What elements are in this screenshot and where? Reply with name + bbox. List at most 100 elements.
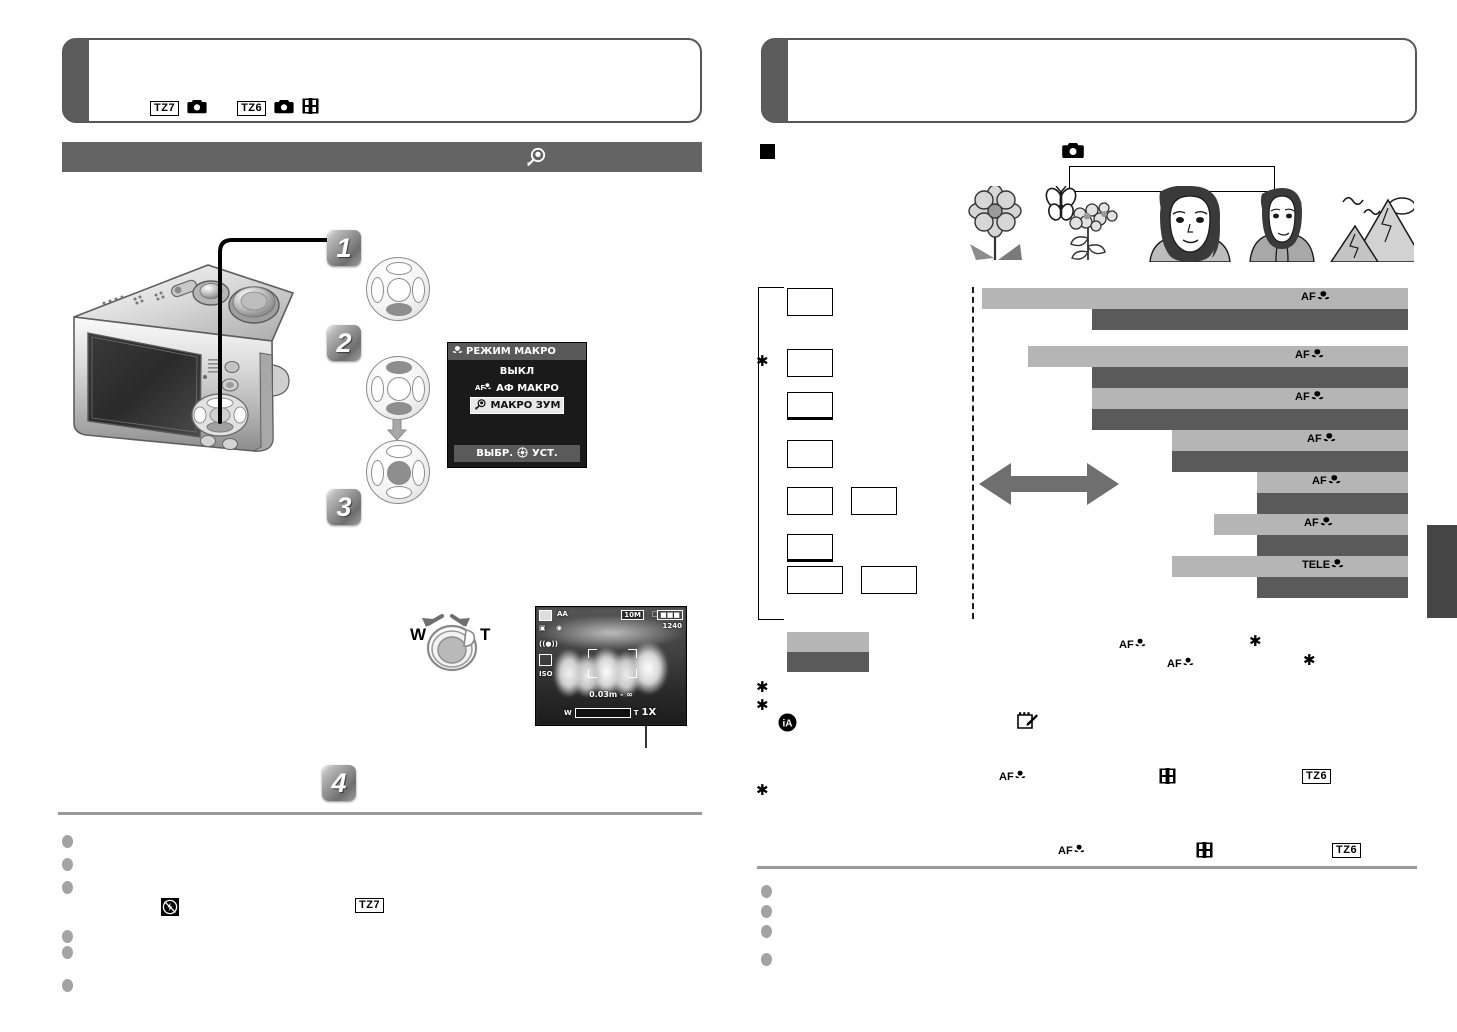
picture-size-badge: 10M <box>621 610 644 620</box>
af-bracket-icon <box>588 669 597 678</box>
tulip-macro-icon <box>452 345 463 358</box>
model-badge-tz6: TZ6 <box>1302 769 1332 784</box>
bar-label-text: AF <box>1301 291 1316 303</box>
photo-camera-icon <box>274 98 294 118</box>
chart-legend <box>787 632 869 672</box>
bar-label: AF <box>1307 432 1336 447</box>
zoom-lever-t-label: T <box>480 625 491 644</box>
footnote-marker: ✱ <box>756 679 769 696</box>
mountain-landscape-icon <box>1329 196 1426 263</box>
header-accent-tab <box>63 39 89 122</box>
legend-swatch-tele <box>787 652 869 672</box>
svg-text:AF: AF <box>999 771 1014 783</box>
flash-off-icon <box>161 898 179 920</box>
scene-illustrations <box>954 184 1426 267</box>
pad-up <box>386 361 412 374</box>
notes-divider <box>58 812 702 815</box>
pad-right <box>412 277 425 303</box>
table-row: AF <box>982 514 1408 556</box>
bar-label: TELE <box>1302 558 1344 573</box>
photo-camera-icon <box>187 98 207 118</box>
menu-option-macro-zoom[interactable]: МАКРО ЗУМ <box>470 397 564 414</box>
callout-leader-line <box>218 238 345 424</box>
bar-tele-range <box>1092 367 1408 388</box>
chart-axis-bracket-cap <box>758 287 784 288</box>
tulip-macro-icon <box>1328 474 1341 489</box>
fine-quality-icon: ▢ <box>651 610 658 618</box>
bar-label-text: AF <box>1312 475 1327 487</box>
af-area-icon <box>539 654 552 666</box>
list-item <box>761 885 772 898</box>
page-edge-tab <box>1427 525 1457 618</box>
bar-label: AF <box>1295 348 1324 363</box>
bar-tele-range <box>1257 493 1408 514</box>
iso-auto-icon: ISO <box>539 670 553 678</box>
table-row: AF <box>982 388 1408 430</box>
svg-text:iA: iA <box>783 719 793 730</box>
menu-option-off-label: ВЫКЛ <box>499 366 535 377</box>
list-item <box>62 930 73 943</box>
macro-zoom-icon <box>525 147 547 172</box>
movie-film-icon <box>302 98 319 118</box>
notes-divider <box>757 866 1417 869</box>
bar-wide-range <box>982 288 1408 309</box>
list-item <box>62 858 73 871</box>
menu-option-af-macro-label: АФ МАКРО <box>496 383 559 394</box>
tulip-macro-icon <box>1317 290 1330 305</box>
face-detect-icon: AA <box>557 610 568 618</box>
bar-label: AF <box>1301 290 1330 305</box>
bar-wide-range <box>1028 346 1408 367</box>
bar-wide-range <box>1172 430 1408 451</box>
menu-option-macro-zoom-label: МАКРО ЗУМ <box>490 400 561 411</box>
mode-box <box>787 349 833 377</box>
cursor-pad-set <box>366 440 430 504</box>
svg-text:AF: AF <box>475 384 485 392</box>
chart-reference-line <box>972 287 974 619</box>
af-macro-icon: AF <box>999 768 1029 788</box>
footnote-marker: ✱ <box>756 782 769 799</box>
list-item <box>761 953 772 966</box>
movie-film-icon <box>1196 842 1213 862</box>
pad-down <box>386 486 412 499</box>
model-badge-tz6: TZ6 <box>237 100 267 116</box>
butterfly-flowers-icon <box>1045 185 1118 260</box>
svg-text:AF: AF <box>1167 658 1182 670</box>
tulip-macro-icon <box>1311 390 1324 405</box>
menu-title-bar: РЕЖИМ МАКРО <box>448 343 586 360</box>
af-bracket-icon <box>628 649 637 658</box>
menu-option-af-macro[interactable]: AF АФ МАКРО <box>470 380 564 397</box>
tulip-macro-icon <box>1320 516 1333 531</box>
menu-option-off[interactable]: ВЫКЛ <box>470 363 564 380</box>
axis-footnote-marker: ✱ <box>756 353 769 370</box>
cursor-pad-up-down <box>366 356 430 420</box>
pad-up <box>386 262 412 275</box>
af-bracket-icon <box>588 649 597 658</box>
list-item <box>62 881 73 894</box>
shots-remaining-label: 1240 <box>662 622 682 630</box>
pad-down <box>386 402 412 415</box>
pad-center <box>387 461 411 485</box>
mode-box-secondary <box>851 487 897 515</box>
bar-label-text: AF <box>1307 433 1322 445</box>
menu-footer-set-label: УСТ. <box>532 448 558 459</box>
down-arrow-icon <box>387 419 407 441</box>
intelligent-auto-icon: iA <box>778 713 797 736</box>
zoom-bar-w-label: W <box>564 708 572 717</box>
live-view-photo <box>536 607 686 725</box>
menu-footer-select-label: ВЫБР. <box>476 448 514 459</box>
step-2-badge: 2 <box>327 325 361 361</box>
list-item <box>62 946 73 959</box>
cursor-set-icon <box>517 446 528 461</box>
svg-text:AF: AF <box>1058 845 1073 857</box>
step-3-badge: 3 <box>327 489 361 525</box>
pad-up <box>386 445 412 458</box>
footnote-marker: ✱ <box>1249 633 1262 650</box>
mode-box <box>787 487 833 515</box>
chart-axis-bracket <box>758 287 759 619</box>
list-item <box>62 835 73 848</box>
bar-wide-range <box>1214 514 1408 535</box>
bar-label-text: TELE <box>1302 559 1331 571</box>
bar-label-text: AF <box>1295 391 1310 403</box>
list-item <box>761 905 772 918</box>
table-row: AF <box>982 288 1408 330</box>
